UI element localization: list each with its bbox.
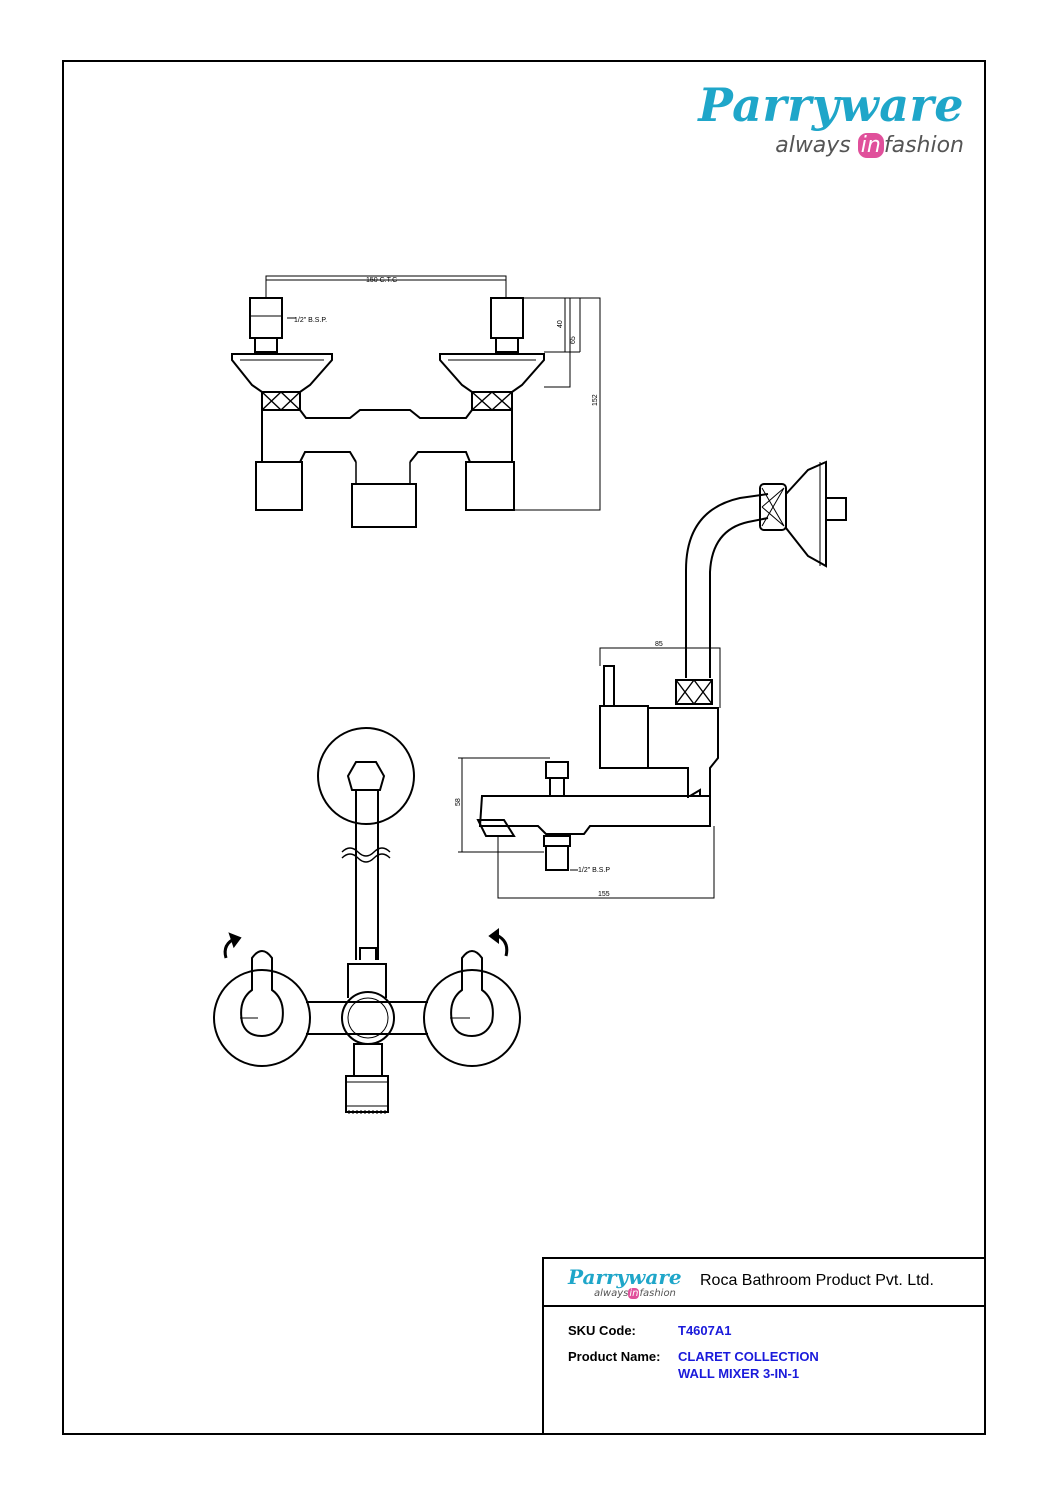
- dim-58: 58: [455, 798, 462, 806]
- arm-wall-flange: [317, 727, 415, 825]
- dim-40: 40: [557, 320, 564, 328]
- left-wall-flange: [213, 969, 311, 1067]
- left-lever: [240, 950, 284, 1038]
- top-view-dimensions: [265, 275, 601, 511]
- front-aerator: [345, 1075, 389, 1113]
- title-block-tagline: alwaysinfashion: [594, 1288, 676, 1299]
- tagline-highlight: in: [857, 133, 884, 158]
- product-name-line1: CLARET COLLECTION: [678, 1349, 819, 1364]
- side-view-dimensions: [458, 647, 721, 899]
- front-view: [213, 727, 521, 1114]
- product-name-line2: WALL MIXER 3-IN-1: [678, 1366, 800, 1381]
- right-lever: [450, 950, 494, 1038]
- body-nut: [675, 679, 713, 705]
- drawing-border: [62, 60, 986, 1435]
- tagline-part: always: [775, 133, 851, 158]
- spout: [478, 795, 711, 835]
- dim-bsp-side: 1/2" B.S.P: [578, 867, 610, 874]
- left-handle: [255, 461, 303, 511]
- left-inlet: [249, 297, 283, 339]
- dim-bsp-top: 1/2" B.S.P.: [294, 317, 327, 324]
- dim-ctc: 150 C.T.C: [366, 277, 397, 284]
- side-view: [476, 460, 847, 871]
- side-handle: [599, 705, 649, 769]
- dim-85: 85: [655, 641, 663, 648]
- sku-value: T4607A1: [678, 1323, 732, 1338]
- top-view: [231, 297, 545, 528]
- tagline-highlight: in: [628, 1288, 640, 1299]
- title-block-header: Parryware alwaysinfashion Roca Bathroom …: [544, 1259, 984, 1307]
- left-nut: [261, 391, 301, 411]
- right-nut: [471, 391, 513, 411]
- tagline-part: always: [594, 1288, 629, 1299]
- dim-155: 155: [598, 891, 610, 898]
- shower-head: [785, 460, 827, 568]
- tagline-part: fashion: [883, 133, 964, 158]
- body-bar: [306, 1001, 428, 1035]
- dim-152: 152: [592, 394, 599, 406]
- right-wall-flange: [423, 969, 521, 1067]
- bottom-outlet: [545, 845, 569, 871]
- brand-name: Parryware: [698, 78, 964, 132]
- center-diverter-knob: [341, 991, 395, 1045]
- tagline-part: fashion: [639, 1288, 676, 1299]
- title-block: Parryware alwaysinfashion Roca Bathroom …: [542, 1257, 986, 1435]
- dim-65: 65: [570, 336, 577, 344]
- shower-arm: [685, 493, 769, 678]
- front-spout: [353, 1043, 383, 1077]
- center-diverter: [351, 483, 417, 528]
- title-block-logo: Parryware: [568, 1265, 682, 1289]
- product-name-label: Product Name:: [568, 1349, 661, 1364]
- sku-label: SKU Code:: [568, 1323, 636, 1338]
- arm-pipe: [355, 790, 379, 960]
- right-handle: [465, 461, 515, 511]
- company-name: Roca Bathroom Product Pvt. Ltd.: [700, 1272, 934, 1289]
- right-inlet: [490, 297, 524, 339]
